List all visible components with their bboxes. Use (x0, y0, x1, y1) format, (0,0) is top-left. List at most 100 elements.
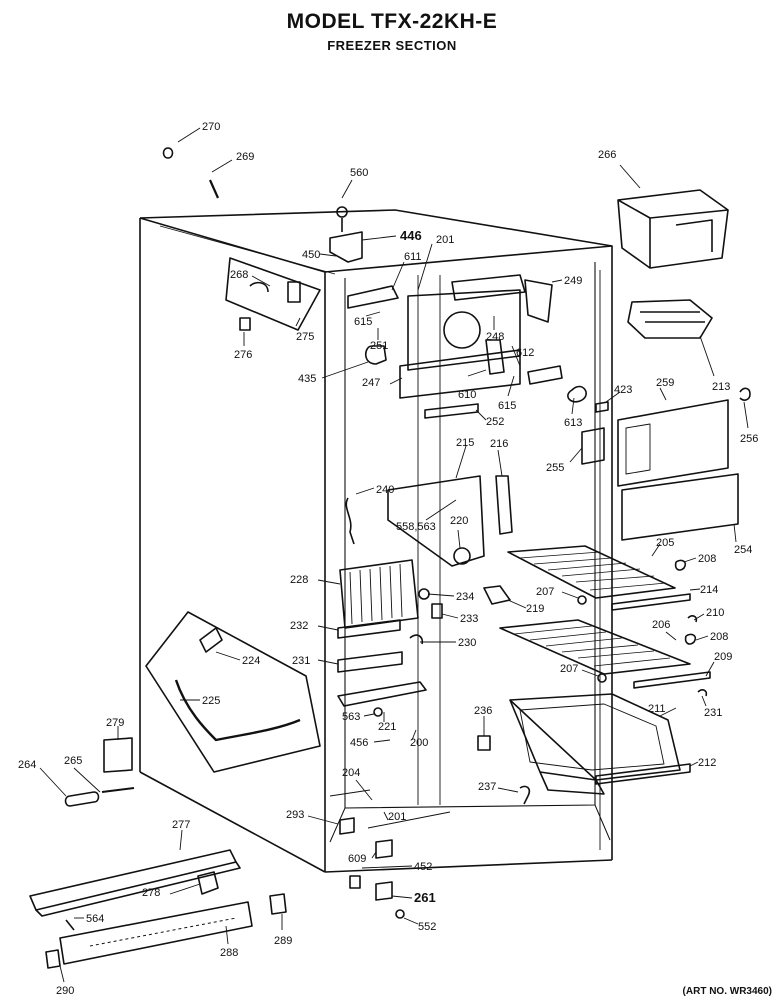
part-266-shape (617, 189, 729, 269)
part-255-shape (581, 427, 605, 465)
callout-208-lower: 208 (710, 631, 728, 643)
part-219-shape (483, 585, 511, 605)
part-552-shape (395, 909, 405, 919)
part-206-shape (499, 619, 691, 675)
callout-252: 252 (486, 416, 504, 428)
callout-225: 225 (202, 695, 220, 707)
part-261-shape (375, 881, 393, 901)
callout-207-lower: 207 (560, 663, 578, 675)
callout-278: 278 (142, 887, 160, 899)
part-240-shape (345, 497, 355, 545)
callout-240: 240 (376, 484, 394, 496)
part-560-shape (336, 206, 348, 218)
callout-209: 209 (714, 651, 732, 663)
callout-564: 564 (86, 913, 104, 925)
callout-231-right: 231 (704, 707, 722, 719)
callout-200: 200 (410, 737, 428, 749)
callout-611: 611 (404, 251, 422, 263)
art-number: (ART NO. WR3460) (682, 986, 772, 997)
part-256-shape (739, 387, 751, 401)
leader-lines (39, 127, 749, 983)
part-290-shape (45, 949, 61, 969)
callout-452: 452 (414, 861, 432, 873)
part-289-shape (269, 893, 287, 915)
part-254-shape (621, 473, 739, 541)
part-435-shape (364, 345, 387, 365)
part-220-shape (453, 547, 471, 565)
callout-435: 435 (298, 373, 316, 385)
callout-563: 563 (342, 711, 360, 723)
callout-254: 254 (734, 544, 752, 556)
callout-248: 248 (486, 331, 504, 343)
part-207b-shape (597, 673, 607, 683)
part-237-shape (519, 785, 531, 805)
part-446-shape (329, 231, 363, 263)
callout-220: 220 (450, 515, 468, 527)
callout-613: 613 (564, 417, 582, 429)
part-200-shape (337, 681, 427, 707)
part-231-shape (337, 651, 403, 673)
callout-251: 251 (370, 340, 388, 352)
callout-210: 210 (706, 607, 724, 619)
callout-610: 610 (458, 389, 476, 401)
callout-214: 214 (700, 584, 718, 596)
part-224-225-shape (145, 611, 321, 773)
callout-232: 232 (290, 620, 308, 632)
part-259-shape (617, 399, 729, 487)
control-panel-cluster (225, 257, 321, 331)
part-269-shape (208, 179, 220, 199)
diagram-subtitle: FREEZER SECTION (327, 38, 457, 53)
part-277-shape (29, 849, 241, 917)
part-564-shape (65, 919, 75, 931)
callout-206: 206 (652, 619, 670, 631)
part-214-shape (611, 593, 691, 611)
part-233-shape (431, 603, 443, 619)
callout-558-563: 558,563 (396, 521, 436, 533)
part-208b-shape (684, 633, 697, 645)
callout-615-upper: 615 (354, 316, 372, 328)
callout-231-left: 231 (292, 655, 310, 667)
part-232-shape (337, 619, 401, 639)
callout-456: 456 (350, 737, 368, 749)
callout-612: 612 (516, 347, 534, 359)
callout-615-lower: 615 (498, 400, 516, 412)
part-610-shape (485, 339, 505, 375)
callout-275: 275 (296, 331, 314, 343)
callout-293: 293 (286, 809, 304, 821)
part-563-shape (373, 707, 383, 717)
callout-560: 560 (350, 167, 368, 179)
part-207a-shape (577, 595, 587, 605)
callout-249: 249 (564, 275, 582, 287)
callout-228: 228 (290, 574, 308, 586)
part-279-shape (103, 737, 133, 773)
part-252-shape (424, 403, 479, 419)
part-230-shape (409, 634, 424, 645)
callout-208-upper: 208 (698, 553, 716, 565)
part-213-shape (627, 299, 713, 339)
callout-446: 446 (400, 228, 422, 243)
part-234-shape (418, 588, 430, 600)
part-278-shape (197, 871, 219, 895)
callout-552: 552 (418, 921, 436, 933)
part-205-shape (507, 545, 676, 599)
callout-609: 609 (348, 853, 366, 865)
diagram-title: MODEL TFX-22KH-E (286, 10, 498, 33)
callout-450: 450 (302, 249, 320, 261)
callout-255: 255 (546, 462, 564, 474)
evaporator-cover-upper (347, 274, 526, 399)
callout-212: 212 (698, 757, 716, 769)
part-231b-shape (697, 689, 708, 697)
callout-265: 265 (64, 755, 82, 767)
part-609-shape (375, 839, 393, 859)
part-228-shape (339, 559, 419, 629)
callout-224: 224 (242, 655, 260, 667)
part-209-shape (633, 671, 711, 689)
callout-211: 211 (648, 703, 666, 715)
callout-233: 233 (460, 613, 478, 625)
part-288-shape (59, 901, 253, 965)
callout-268: 268 (230, 269, 248, 281)
callout-261: 261 (414, 890, 436, 905)
callout-234: 234 (456, 591, 474, 603)
part-265-shape (101, 787, 135, 793)
part-264-shape (64, 791, 100, 807)
